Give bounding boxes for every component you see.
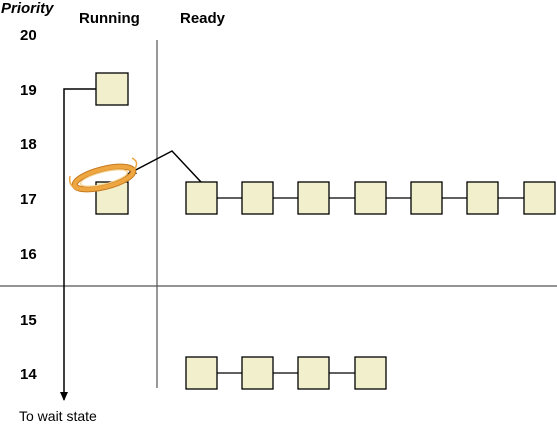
- wait-state-arrow: [60, 88, 96, 401]
- ready-thread: [185, 356, 218, 390]
- ready-thread: [241, 356, 274, 390]
- priority-level-20: 20: [20, 27, 37, 44]
- priority-level-16: 16: [20, 246, 37, 263]
- ready-thread: [466, 181, 499, 215]
- ready-column-title: Ready: [180, 10, 226, 27]
- ready-thread: [297, 181, 330, 215]
- halo-icon: [68, 157, 138, 193]
- preempt-arrow: [127, 150, 202, 183]
- wait-state-label: To wait state: [19, 408, 97, 424]
- priority-level-19: 19: [20, 82, 37, 99]
- ready-thread: [354, 181, 387, 215]
- running-thread-19: [95, 72, 129, 106]
- ready-thread: [410, 181, 443, 215]
- priority-level-15: 15: [20, 312, 37, 329]
- priority-level-17: 17: [20, 191, 37, 208]
- ready-queue-14: [185, 356, 387, 390]
- priority-axis-title: Priority: [1, 0, 54, 17]
- ready-thread: [523, 181, 556, 215]
- running-column-title: Running: [79, 10, 140, 27]
- ready-thread: [297, 356, 330, 390]
- priority-level-14: 14: [20, 366, 37, 383]
- ready-thread: [241, 181, 274, 215]
- ready-queue-17: [185, 181, 556, 215]
- ready-thread: [185, 181, 218, 215]
- priority-level-18: 18: [20, 136, 37, 153]
- ready-thread: [354, 356, 387, 390]
